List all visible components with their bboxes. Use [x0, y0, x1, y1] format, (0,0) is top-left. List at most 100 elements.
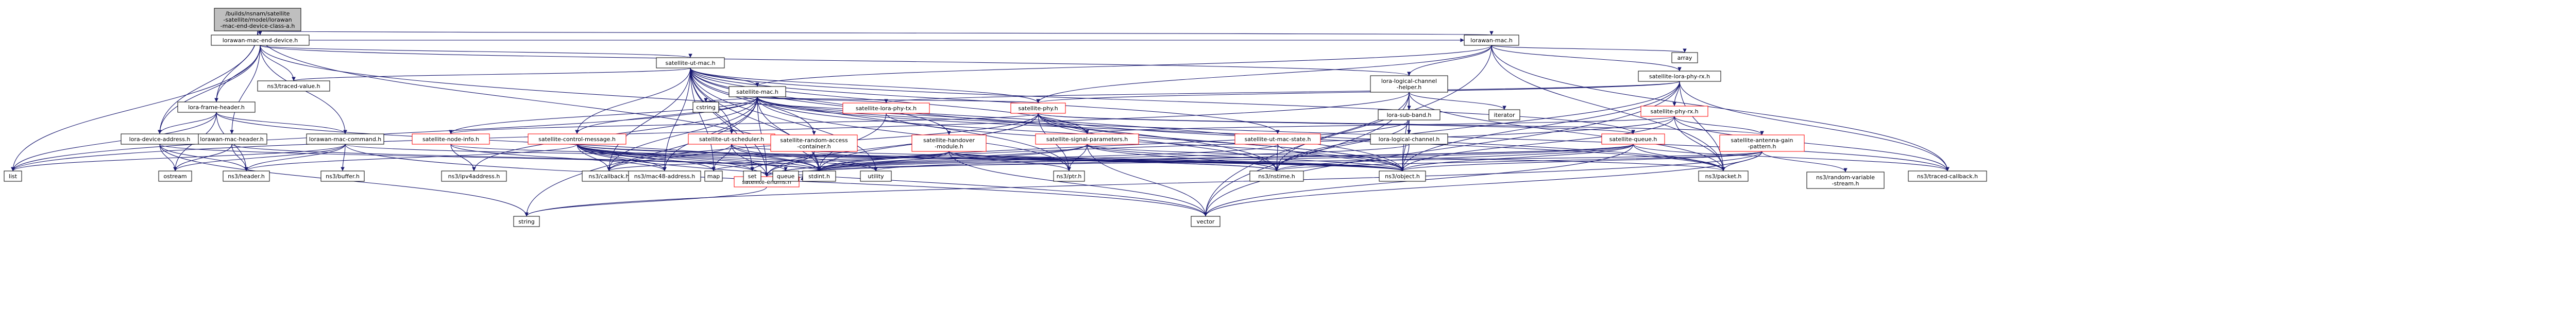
edge-handover-to-vector	[948, 151, 1208, 217]
edge-smac-to-stdint	[757, 96, 821, 171]
node-root[interactable]: /builds/nsnam/satellite-satellite/model/…	[214, 8, 301, 31]
node-box	[911, 134, 987, 152]
node-label: lorawan-mac-end-device.h	[223, 37, 298, 44]
node-box	[772, 170, 799, 182]
node-subband[interactable]: lora-sub-band.h	[1378, 109, 1440, 121]
node-label: lora-device-address.h	[129, 136, 191, 143]
node-box	[628, 170, 701, 182]
node-box	[211, 35, 310, 46]
node-box	[177, 101, 256, 113]
edge-utmac-to-sigparam	[690, 67, 1089, 134]
node-vector[interactable]: vector	[1191, 216, 1221, 227]
node-label: satellite-antenna-gain	[1731, 137, 1793, 144]
edge-sigparam-to-stdint	[817, 144, 1088, 171]
node-handover[interactable]: satellite-handover-module.h	[911, 134, 987, 152]
node-antenna[interactable]: satellite-antenna-gain-pattern.h	[1719, 134, 1805, 152]
edge-smac-to-string	[524, 96, 758, 217]
node-object[interactable]: ns3/object.h	[1379, 170, 1426, 182]
node-box	[728, 86, 786, 97]
edge-antenna-to-random	[1761, 151, 1848, 173]
node-label: lora-frame-header.h	[188, 104, 245, 111]
edge-sphy-to-antenna	[1038, 113, 1764, 135]
node-string[interactable]: string	[513, 216, 540, 227]
edge-utmac-to-enums	[690, 67, 769, 177]
node-ldevaddr[interactable]: lora-device-address.h	[121, 133, 199, 145]
edge-sigparam-to-vector	[1087, 144, 1208, 217]
node-sphyrx[interactable]: satellite-phy-rx.h	[1640, 106, 1708, 117]
node-header[interactable]: ns3/header.h	[223, 170, 270, 182]
node-sigparam[interactable]: satellite-signal-parameters.h	[1035, 133, 1139, 145]
node-box	[1601, 133, 1665, 145]
node-box	[1379, 170, 1426, 182]
node-random[interactable]: ns3/random-variable-stream.h	[1806, 171, 1885, 189]
node-tracedvalue[interactable]: ns3/traced-value.h	[257, 80, 330, 92]
edge-lmac-to-tracedcb	[1491, 45, 1950, 171]
node-cstring[interactable]: cstring	[692, 101, 719, 113]
node-buffer[interactable]: ns3/buffer.h	[320, 170, 365, 182]
node-queue[interactable]: queue	[772, 170, 799, 182]
node-smac[interactable]: satellite-mac.h	[728, 86, 786, 97]
edge-frame-to-lmcmd	[216, 112, 347, 134]
node-ptr[interactable]: ns3/ptr.h	[1053, 170, 1085, 182]
node-box	[320, 170, 365, 182]
node-set[interactable]: set	[743, 170, 761, 182]
node-mac48[interactable]: ns3/mac48-address.h	[628, 170, 701, 182]
node-lch[interactable]: lora-logical-channel-helper.h	[1370, 75, 1448, 93]
edge-frame-to-stdint	[216, 112, 821, 171]
node-box	[860, 170, 892, 182]
node-loratx[interactable]: satellite-lora-phy-tx.h	[842, 102, 930, 114]
edge-utmac-to-nstime	[690, 67, 1279, 171]
node-ostream[interactable]: ostream	[158, 170, 192, 182]
node-label: vector	[1197, 218, 1215, 225]
edge-utsched-to-callback	[607, 144, 732, 171]
node-iterator[interactable]: iterator	[1488, 109, 1520, 121]
node-label: iterator	[1494, 112, 1515, 118]
node-box	[412, 133, 490, 145]
edge-lch-to-list	[11, 92, 1410, 171]
node-array[interactable]: array	[1671, 52, 1698, 63]
node-ctrlmsg[interactable]: satellite-control-message.h	[528, 133, 626, 145]
node-label: ns3/traced-callback.h	[1917, 173, 1978, 180]
edge-antenna-to-nstime	[1275, 151, 1762, 171]
node-lmac[interactable]: lorawan-mac.h	[1464, 35, 1519, 46]
node-label: ns3/random-variable	[1816, 174, 1875, 181]
edge-utsched-to-enums	[731, 144, 769, 177]
node-label: ns3/callback.h	[589, 173, 630, 180]
edge-antenna-to-stdint	[817, 151, 1762, 171]
node-stdint[interactable]: stdint.h	[802, 170, 836, 182]
node-label: satellite-phy.h	[1018, 105, 1058, 112]
node-list[interactable]: list	[4, 170, 22, 182]
node-frame[interactable]: lora-frame-header.h	[177, 101, 256, 113]
node-sphy[interactable]: satellite-phy.h	[1010, 102, 1066, 114]
node-rac[interactable]: satellite-random-access-container.h	[770, 134, 858, 152]
node-box	[656, 57, 725, 68]
edge-lch-to-object	[1400, 92, 1410, 171]
node-packet[interactable]: ns3/packet.h	[1698, 170, 1749, 182]
node-utsched[interactable]: satellite-ut-scheduler.h	[688, 133, 775, 145]
node-squeue[interactable]: satellite-queue.h	[1601, 133, 1665, 145]
node-label: -container.h	[797, 143, 831, 150]
node-map[interactable]: map	[704, 170, 723, 182]
node-utmacstate[interactable]: satellite-ut-mac-state.h	[1234, 133, 1321, 145]
node-lmheader[interactable]: lorawan-mac-header.h	[196, 133, 267, 145]
node-tracedcb[interactable]: ns3/traced-callback.h	[1908, 170, 1987, 182]
edge-handover-to-nstime	[948, 151, 1279, 171]
node-ed[interactable]: lorawan-mac-end-device.h	[211, 35, 310, 46]
node-label: map	[707, 173, 720, 180]
node-lrphyrx[interactable]: satellite-lora-phy-rx.h	[1638, 71, 1721, 82]
node-lchan[interactable]: lora-logical-channel.h	[1370, 133, 1448, 145]
edge-utmac-to-mac48	[663, 67, 691, 171]
node-utmac[interactable]: satellite-ut-mac.h	[656, 57, 725, 68]
node-nstime[interactable]: ns3/nstime.h	[1249, 170, 1304, 182]
edge-sigparam-to-nstime	[1087, 144, 1279, 171]
edge-utmac-to-squeue	[690, 67, 1635, 134]
node-label: satellite-lora-phy-tx.h	[856, 105, 917, 112]
edge-lch-to-iterator	[1409, 92, 1506, 110]
node-nodeinfo[interactable]: satellite-node-info.h	[412, 133, 490, 145]
node-label: set	[748, 173, 757, 180]
node-ipv4[interactable]: ns3/ipv4address.h	[441, 170, 507, 182]
node-label: ns3/nstime.h	[1258, 173, 1295, 180]
node-lmcmd[interactable]: lorawan-mac-command.h	[306, 133, 384, 145]
node-callback[interactable]: ns3/callback.h	[582, 170, 636, 182]
node-utility[interactable]: utility	[860, 170, 892, 182]
